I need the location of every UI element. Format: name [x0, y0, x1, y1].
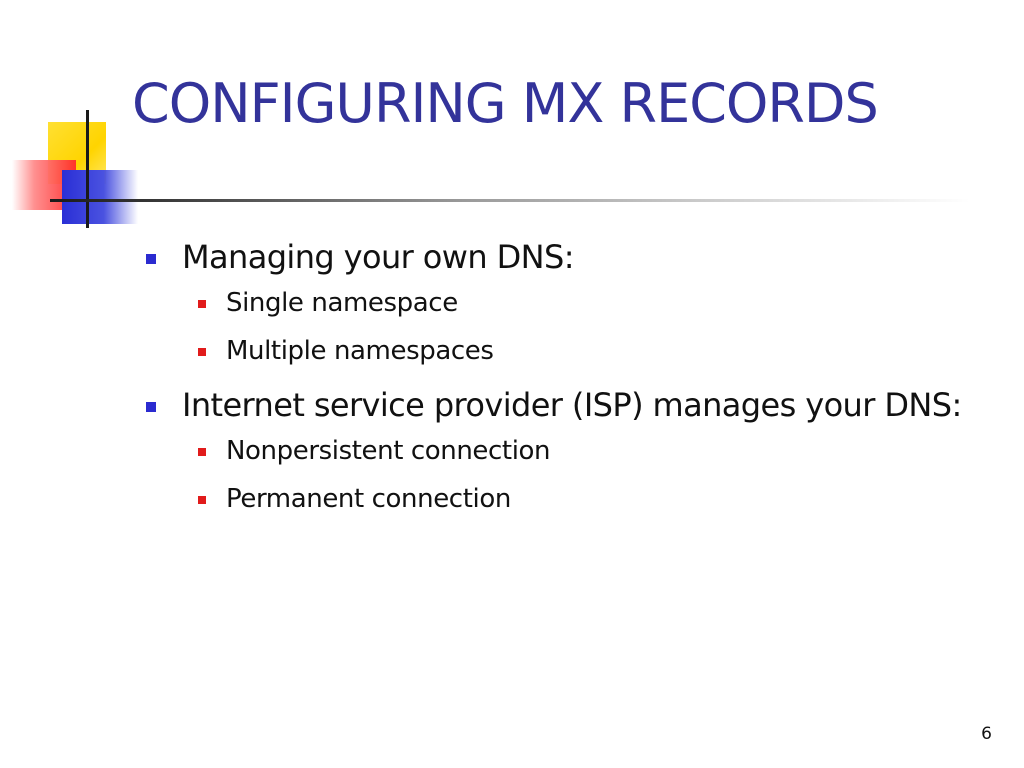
logo-blue-square	[62, 170, 138, 224]
sub-bullet-square-icon	[198, 348, 206, 356]
sub-bullet-item: Multiple namespaces	[146, 334, 996, 368]
slide-content: Managing your own DNS: Single namespace …	[146, 236, 996, 530]
sub-bullet-square-icon	[198, 300, 206, 308]
bullet-square-icon	[146, 402, 156, 412]
sub-bullet-text: Single namespace	[226, 288, 458, 318]
bullet-text: Internet service provider (ISP) manages …	[182, 386, 962, 424]
sub-bullet-square-icon	[198, 496, 206, 504]
sub-bullet-item: Permanent connection	[146, 482, 996, 516]
bullet-item: Internet service provider (ISP) manages …	[146, 384, 996, 426]
sub-bullet-text: Multiple namespaces	[226, 336, 494, 366]
slide-title: CONFIGURING MX RECORDS	[132, 72, 879, 135]
logo-vertical-line	[86, 110, 89, 228]
bullet-item: Managing your own DNS:	[146, 236, 996, 278]
sub-bullet-item: Single namespace	[146, 286, 996, 320]
sub-bullet-text: Permanent connection	[226, 484, 511, 514]
bullet-square-icon	[146, 254, 156, 264]
sub-bullet-square-icon	[198, 448, 206, 456]
bullet-text: Managing your own DNS:	[182, 238, 574, 276]
sub-bullet-text: Nonpersistent connection	[226, 436, 551, 466]
page-number: 6	[981, 724, 992, 744]
sub-bullet-item: Nonpersistent connection	[146, 434, 996, 468]
slide-logo-decoration	[0, 0, 160, 240]
title-underline	[50, 199, 970, 202]
